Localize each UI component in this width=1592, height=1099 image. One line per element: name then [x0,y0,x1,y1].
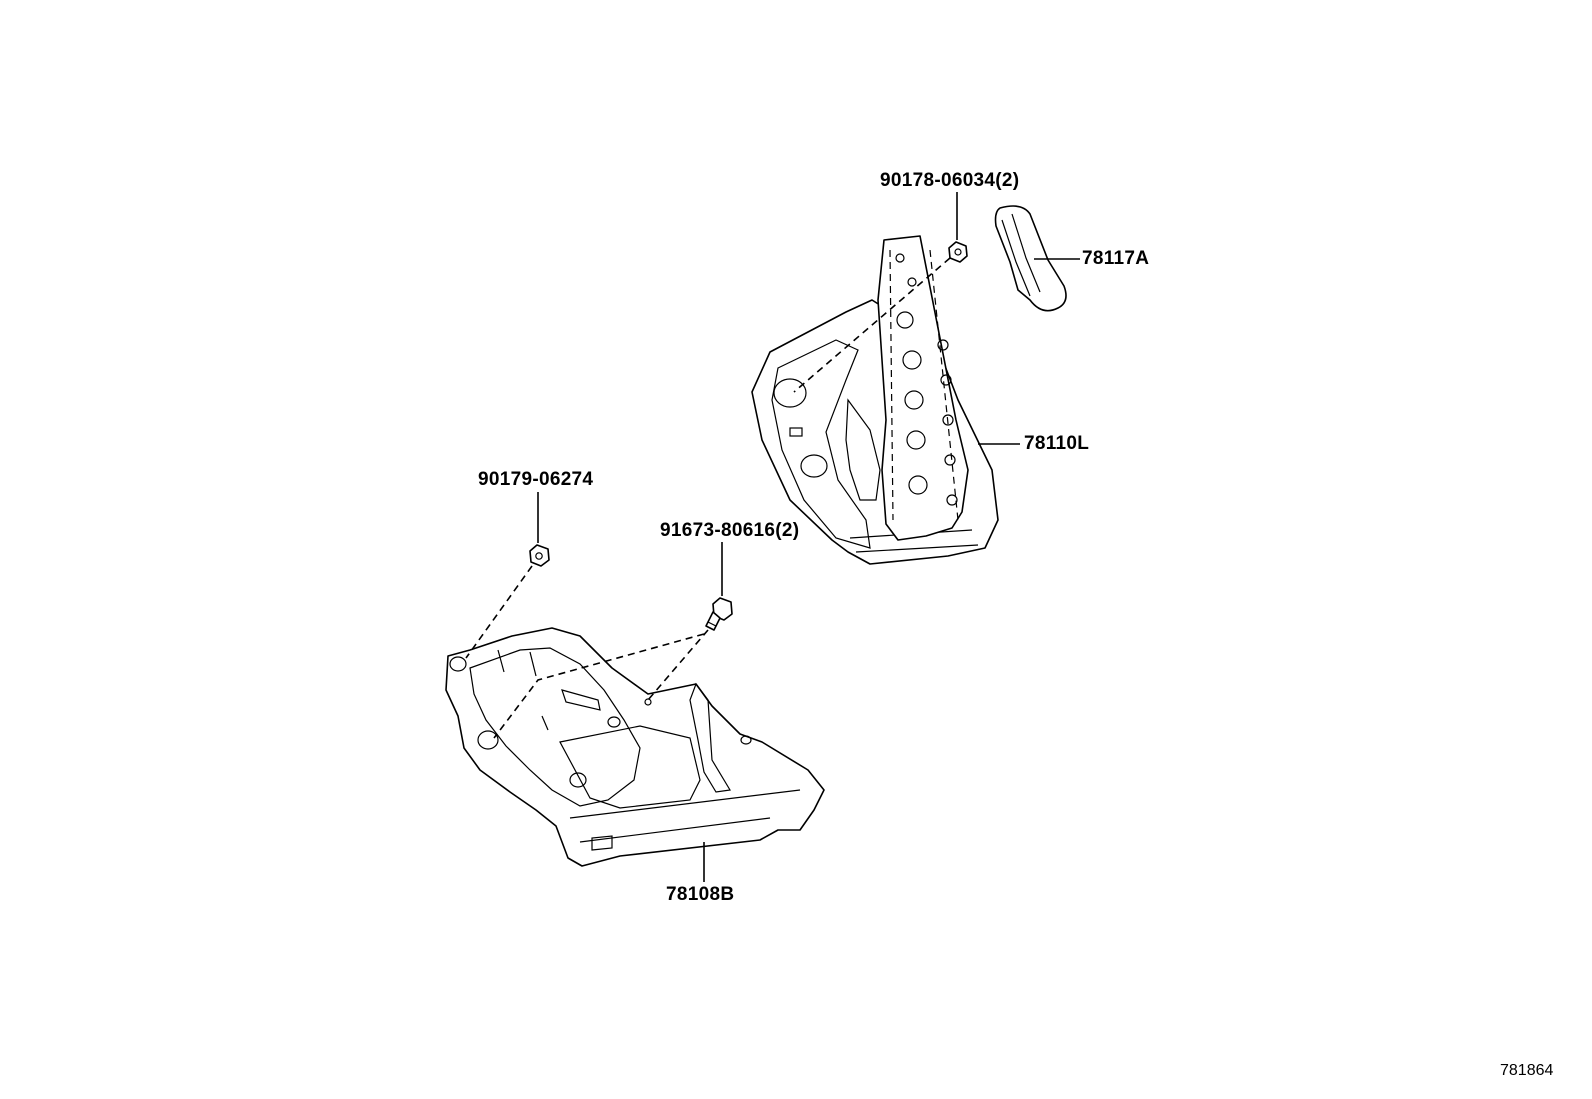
leader-lines [465,192,1080,882]
callout-pedal-assembly: 78110L [1024,433,1090,454]
figure-number: 781864 [1500,1062,1554,1079]
bracket [445,627,825,867]
callout-nut-left: 90179-06274 [478,469,594,490]
bolt-icon [705,597,733,631]
pedal-pad [994,205,1067,312]
nut-top-icon [948,241,968,263]
callout-bracket: 78108B [666,884,735,905]
callout-nut-top: 90178-06034(2) [880,170,1020,191]
callout-bolt: 91673-80616(2) [660,520,800,541]
callout-pedal-pad: 78117A [1082,248,1150,269]
nut-left-icon [529,544,550,567]
pedal-assembly [751,235,999,565]
